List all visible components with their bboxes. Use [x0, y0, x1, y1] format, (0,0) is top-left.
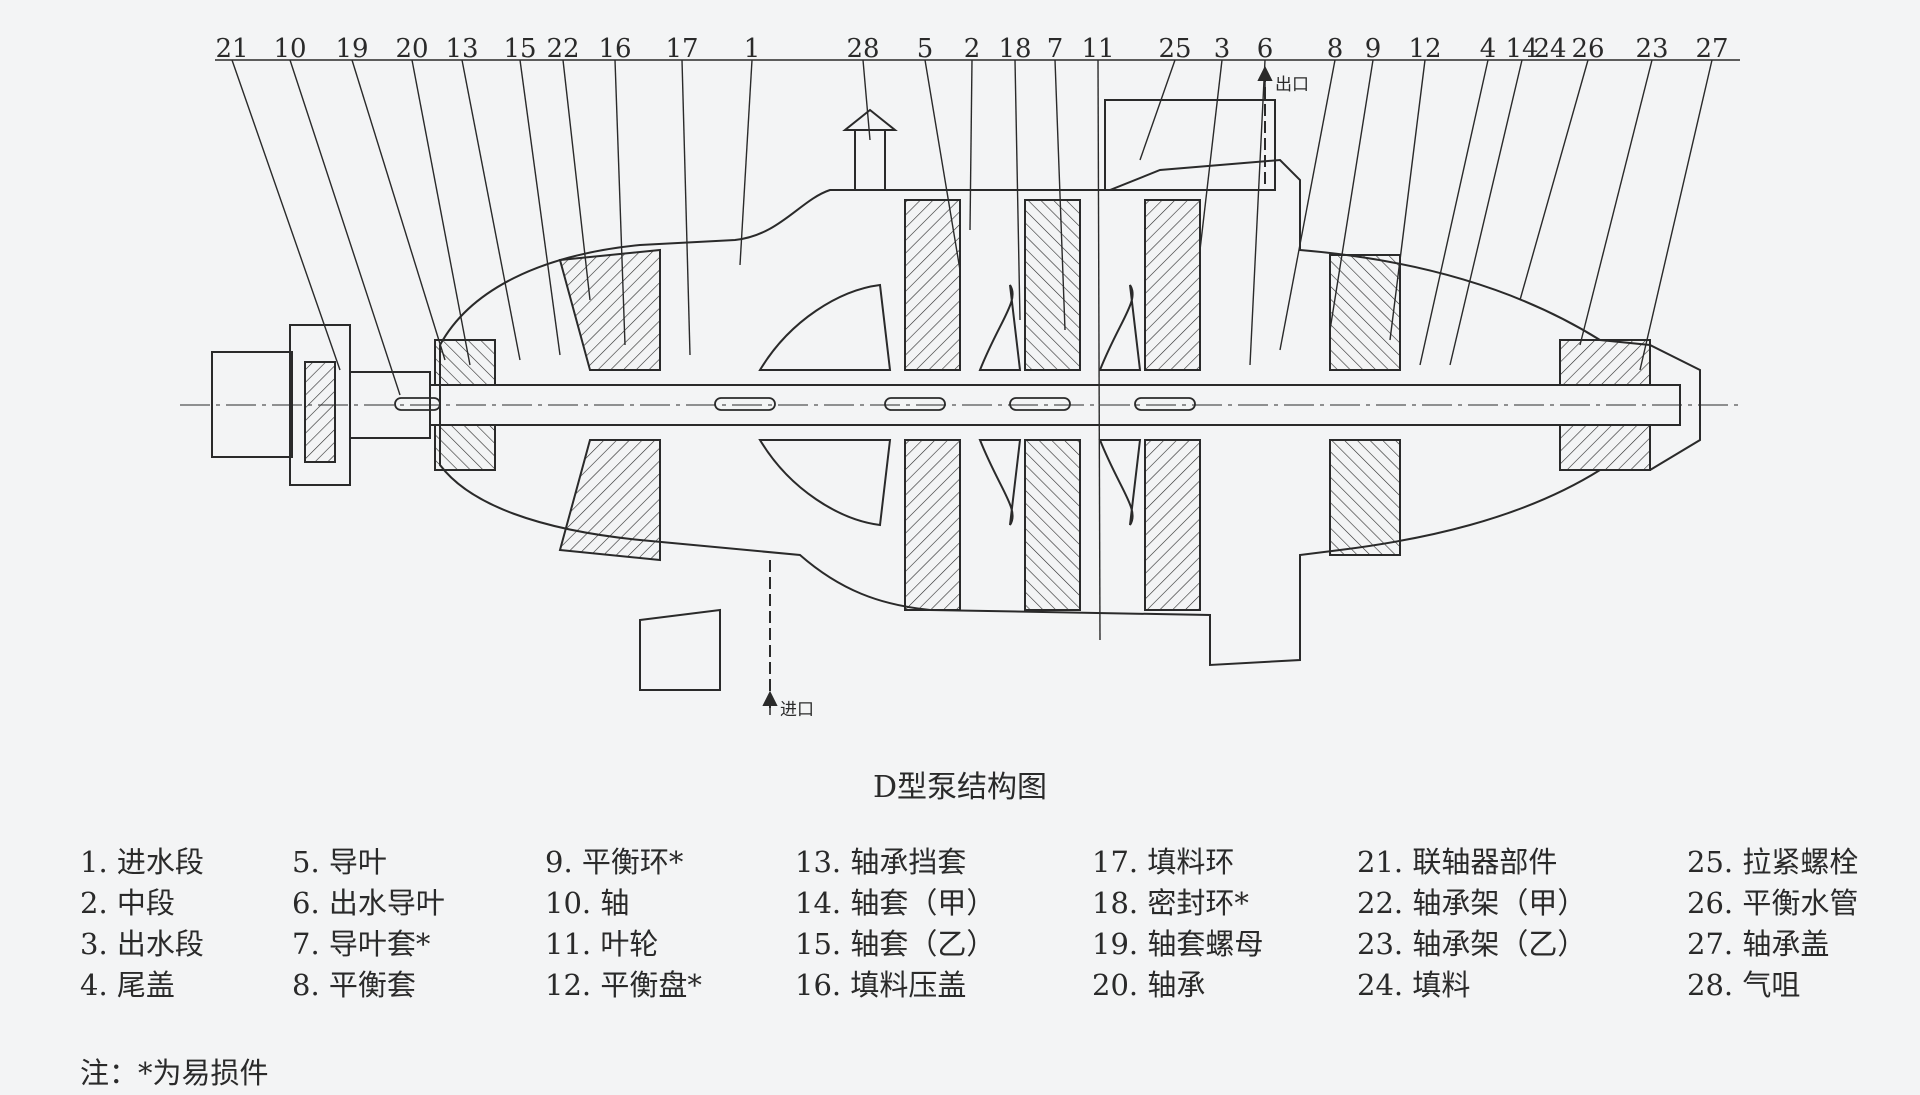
callout-6: 6	[1256, 34, 1274, 64]
casing-sections	[558, 199, 1401, 611]
callout-27: 27	[1695, 34, 1729, 64]
callout-2: 2	[963, 34, 981, 64]
legend-column: 13. 轴承挡套 14. 轴套（甲） 15. 轴套（乙） 16. 填料压盖	[795, 842, 1095, 1006]
callout-7: 7	[1046, 34, 1064, 64]
legend-item: 19. 轴套螺母	[1092, 927, 1264, 961]
legend-column: 5. 导叶 6. 出水导叶 7. 导叶套* 8. 平衡套	[292, 842, 592, 1006]
legend-item: 10. 轴	[545, 886, 630, 920]
callout-3: 3	[1213, 34, 1231, 64]
legend-item: 20. 轴承	[1092, 968, 1206, 1002]
legend-item: 23. 轴承架（乙）	[1357, 927, 1587, 961]
callout-21: 21	[215, 34, 249, 64]
outlet-flange	[1104, 65, 1276, 191]
legend-item: 2. 中段	[80, 886, 175, 920]
legend-item: 12. 平衡盘*	[545, 968, 702, 1002]
legend-item: 4. 尾盖	[80, 968, 175, 1002]
legend-column: 1. 进水段 2. 中段 3. 出水段 4. 尾盖	[80, 842, 380, 1006]
callout-4: 4	[1479, 34, 1497, 64]
inlet-label: 进口	[780, 700, 814, 720]
pump-casing-outline	[439, 158, 1701, 667]
air-vent-valve	[842, 108, 898, 191]
callout-23: 23	[1635, 34, 1669, 64]
legend-item: 16. 填料压盖	[795, 968, 967, 1002]
legend-item: 28. 气咀	[1687, 968, 1801, 1002]
callout-26: 26	[1571, 34, 1605, 64]
callout-16: 16	[598, 34, 632, 64]
legend-item: 5. 导叶	[292, 845, 387, 879]
callout-9: 9	[1364, 34, 1382, 64]
callout-15: 15	[503, 34, 537, 64]
inlet-flange	[639, 560, 778, 715]
callout-20: 20	[395, 34, 429, 64]
legend-item: 7. 导叶套*	[292, 927, 431, 961]
bearing-housings	[434, 339, 1651, 471]
legend-item: 1. 进水段	[80, 845, 204, 879]
legend-item: 14. 轴套（甲）	[795, 886, 996, 920]
outlet-label: 出口	[1275, 75, 1309, 95]
callout-25: 25	[1158, 34, 1192, 64]
legend-item: 18. 密封环*	[1092, 886, 1249, 920]
legend-item: 24. 填料	[1357, 968, 1471, 1002]
legend-column: 21. 联轴器部件 22. 轴承架（甲） 23. 轴承架（乙） 24. 填料	[1357, 842, 1657, 1006]
callout-28: 28	[846, 34, 880, 64]
callout-22: 22	[546, 34, 580, 64]
legend-column: 17. 填料环 18. 密封环* 19. 轴套螺母 20. 轴承	[1092, 842, 1392, 1006]
legend-item: 27. 轴承盖	[1687, 927, 1830, 961]
legend-item: 15. 轴套（乙）	[795, 927, 996, 961]
callout-18: 18	[998, 34, 1032, 64]
parts-legend: 1. 进水段 2. 中段 3. 出水段 4. 尾盖 5. 导叶 6. 出水导叶 …	[80, 842, 1910, 1012]
callout-12: 12	[1408, 34, 1442, 64]
callout-13: 13	[445, 34, 479, 64]
callout-14: 14	[1505, 34, 1539, 64]
legend-item: 3. 出水段	[80, 927, 204, 961]
legend-item: 26. 平衡水管	[1687, 886, 1859, 920]
legend-item: 8. 平衡套	[292, 968, 416, 1002]
coupling	[211, 324, 431, 486]
legend-item: 9. 平衡环*	[545, 845, 684, 879]
footnote: 注：*为易损件	[80, 1056, 269, 1090]
impellers	[758, 283, 1142, 527]
callout-8: 8	[1326, 34, 1344, 64]
legend-item: 11. 叶轮	[545, 927, 659, 961]
legend-item: 25. 拉紧螺栓	[1687, 845, 1859, 879]
legend-item: 6. 出水导叶	[292, 886, 445, 920]
shaft	[429, 384, 1681, 426]
callout-17: 17	[665, 34, 699, 64]
legend-item: 13. 轴承挡套	[795, 845, 967, 879]
legend-column: 25. 拉紧螺栓 26. 平衡水管 27. 轴承盖 28. 气咀	[1687, 842, 1920, 1006]
leader-lines	[215, 59, 1740, 641]
pump-cross-section-drawing	[180, 59, 1740, 715]
callout-5: 5	[916, 34, 934, 64]
legend-item: 21. 联轴器部件	[1357, 845, 1558, 879]
figure-title: D型泵结构图	[872, 770, 1048, 805]
legend-column: 9. 平衡环* 10. 轴 11. 叶轮 12. 平衡盘*	[545, 842, 845, 1006]
callout-19: 19	[335, 34, 369, 64]
legend-item: 22. 轴承架（甲）	[1357, 886, 1587, 920]
shaft-keyways	[394, 397, 1196, 411]
callout-24: 24	[1533, 34, 1567, 64]
callout-1: 1	[743, 34, 761, 64]
callout-11: 11	[1081, 34, 1115, 64]
callout-10: 10	[273, 34, 307, 64]
legend-item: 17. 填料环	[1092, 845, 1235, 879]
